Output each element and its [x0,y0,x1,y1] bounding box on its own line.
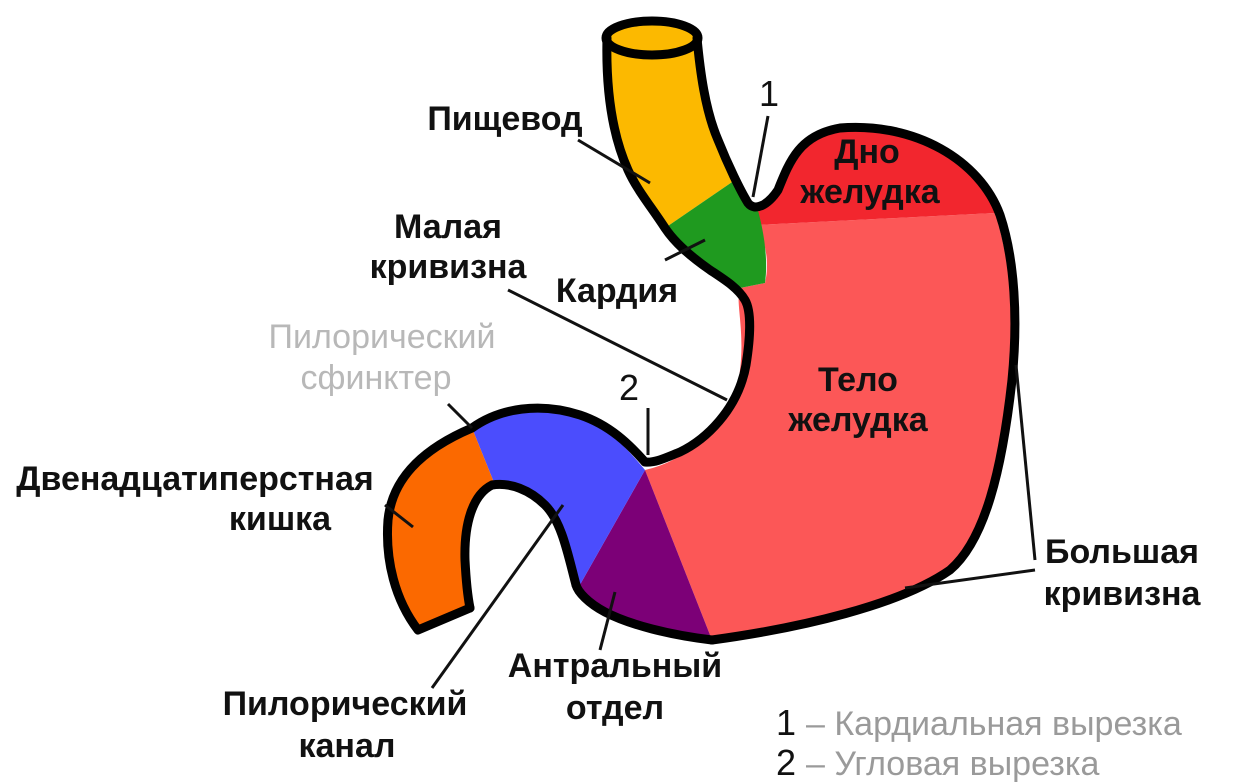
label-duodenum-line2: кишка [229,500,332,538]
label-antrum-line2: отдел [566,689,664,727]
leader-cardiac-notch [753,116,768,197]
marker-cardiac-notch: 1 [759,73,779,114]
label-cardia: Кардия [556,272,678,310]
label-pyloric-sphincter-line2: сфинктер [300,359,451,397]
label-pyloric-canal-line2: канал [299,727,396,765]
label-duodenum-line1: Двенадцатиперстная [16,460,373,498]
label-greater-curvature-line1: Большая [1045,533,1199,571]
label-body-line1: Тело [818,361,898,399]
label-pyloric-sphincter-line1: Пилорический [269,318,496,356]
label-pyloric-canal-line1: Пилорический [223,685,468,723]
label-lesser-curvature-line1: Малая [394,208,502,246]
label-antrum-line1: Антральный [508,647,722,685]
leader-pyloric-sphincter [448,404,472,428]
leader-greater-curvature-upper [1016,365,1035,560]
legend-item-1-text: – Кардиальная вырезка [806,705,1182,743]
label-fundus-line1: Дно [834,133,900,171]
legend-item-1-number: 1 [776,702,796,743]
legend: 1 – Кардиальная вырезка 2 – Угловая выре… [776,702,1182,783]
label-esophagus: Пищевод [427,100,582,138]
legend-item-2-text: – Угловая вырезка [806,745,1099,783]
label-fundus-line2: желудка [799,173,940,211]
esophagus-opening [606,21,698,55]
legend-item-2-number: 2 [776,742,796,783]
label-body-line2: желудка [787,401,928,439]
label-lesser-curvature-line2: кривизна [370,248,528,286]
marker-angular-notch: 2 [619,367,639,408]
label-greater-curvature-line2: кривизна [1044,575,1202,613]
